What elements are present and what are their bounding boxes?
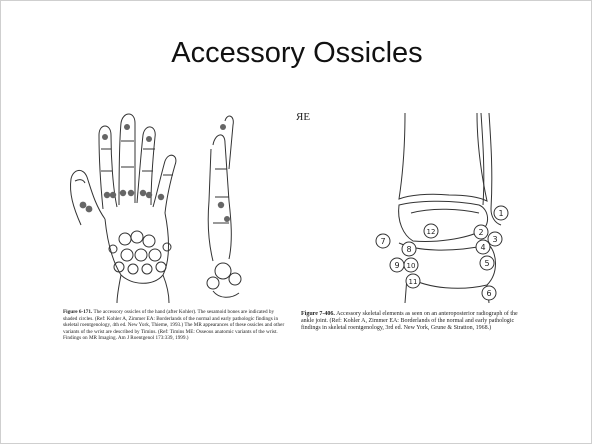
- ankle-label-2: 2: [474, 225, 488, 239]
- ankle-figure-caption: Figure 7-406. Accessory skeletal element…: [301, 311, 531, 333]
- ankle-label-3: 3: [488, 232, 502, 246]
- ankle-label-7: 7: [376, 234, 390, 248]
- stray-mark: ЯЕ: [296, 111, 310, 123]
- svg-text:11: 11: [409, 278, 418, 286]
- ankle-label-4: 4: [476, 240, 490, 254]
- svg-text:1: 1: [498, 209, 503, 218]
- svg-text:8: 8: [406, 245, 411, 254]
- svg-text:9: 9: [394, 261, 399, 270]
- svg-text:7: 7: [380, 237, 385, 246]
- hand-figure-caption: Figure 6-171. The accessory ossicles of …: [63, 309, 285, 342]
- hand-illustration: [63, 109, 285, 305]
- ankle-caption-label: Figure 7-406.: [301, 311, 335, 317]
- svg-text:2: 2: [478, 228, 483, 237]
- ankle-label-5: 5: [480, 256, 494, 270]
- svg-text:3: 3: [492, 235, 497, 244]
- hand-caption-text: The accessory ossicles of the hand (afte…: [63, 309, 284, 341]
- ankle-label-9: 9: [390, 258, 404, 272]
- slide-title: Accessory Ossicles: [1, 37, 592, 70]
- ankle-label-12: 12: [424, 224, 438, 238]
- ankle-label-10: 10: [404, 258, 418, 272]
- svg-text:5: 5: [484, 259, 489, 268]
- hand-caption-label: Figure 6-171.: [63, 309, 92, 315]
- svg-text:6: 6: [486, 289, 491, 298]
- ankle-label-11: 11: [406, 274, 420, 288]
- ankle-label-6: 6: [482, 286, 496, 300]
- svg-text:10: 10: [407, 262, 416, 270]
- svg-text:4: 4: [480, 243, 485, 252]
- ankle-illustration: 1 2 3 4 5 6 7 8 9 10 11 12: [369, 113, 521, 303]
- ankle-label-8: 8: [402, 242, 416, 256]
- svg-text:12: 12: [427, 228, 436, 236]
- ankle-label-1: 1: [494, 206, 508, 220]
